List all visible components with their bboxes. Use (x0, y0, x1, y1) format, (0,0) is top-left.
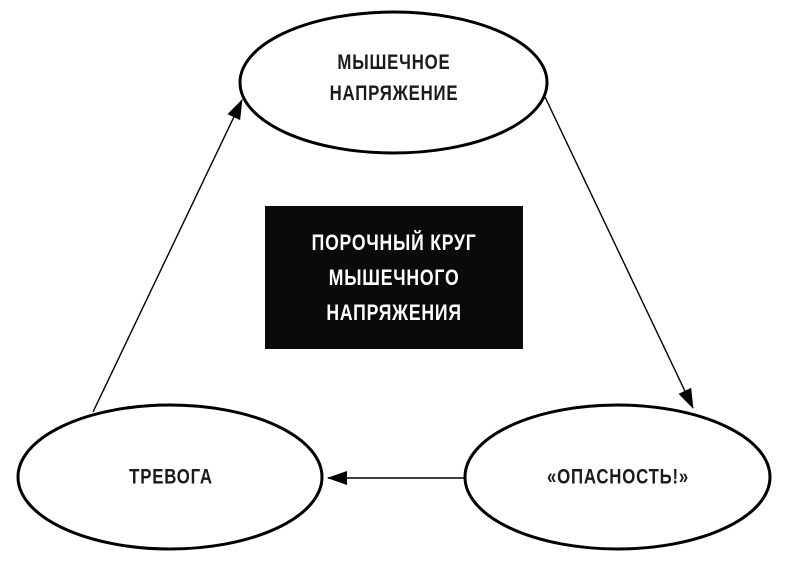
danger-ellipse (463, 403, 772, 551)
center-box-line2: МЫШЕЧНОГО (328, 265, 460, 290)
muscle-tension-label: МЫШЕЧНОЕ НАПРЯЖЕНИЕ (330, 47, 459, 109)
muscle-tension-label-line1: МЫШЕЧНОЕ (337, 51, 451, 74)
anxiety-label: ТРЕВОГА (129, 462, 213, 493)
center-box-title: ПОРОЧНЫЙ КРУГ МЫШЕЧНОГО НАПРЯЖЕНИЯ (312, 225, 477, 330)
danger-label-line1: «ОПАСНОСТЬ!» (546, 465, 690, 489)
arrow-muscle-tension-to-danger (544, 96, 694, 409)
arrow-anxiety-to-muscle-tension (92, 99, 243, 413)
center-box-line1: ПОРОЧНЫЙ КРУГ (311, 230, 477, 255)
center-box: ПОРОЧНЫЙ КРУГ МЫШЕЧНОГО НАПРЯЖЕНИЯ (265, 206, 523, 349)
anxiety-label-line1: ТРЕВОГА (129, 465, 213, 489)
center-box-line3: НАПРЯЖЕНИЯ (326, 300, 462, 325)
muscle-tension-label-line2: НАПРЯЖЕНИЕ (329, 82, 459, 105)
danger-label: «ОПАСНОСТЬ!» (547, 462, 689, 493)
anxiety-ellipse (16, 403, 324, 551)
muscle-tension-ellipse (238, 10, 549, 155)
